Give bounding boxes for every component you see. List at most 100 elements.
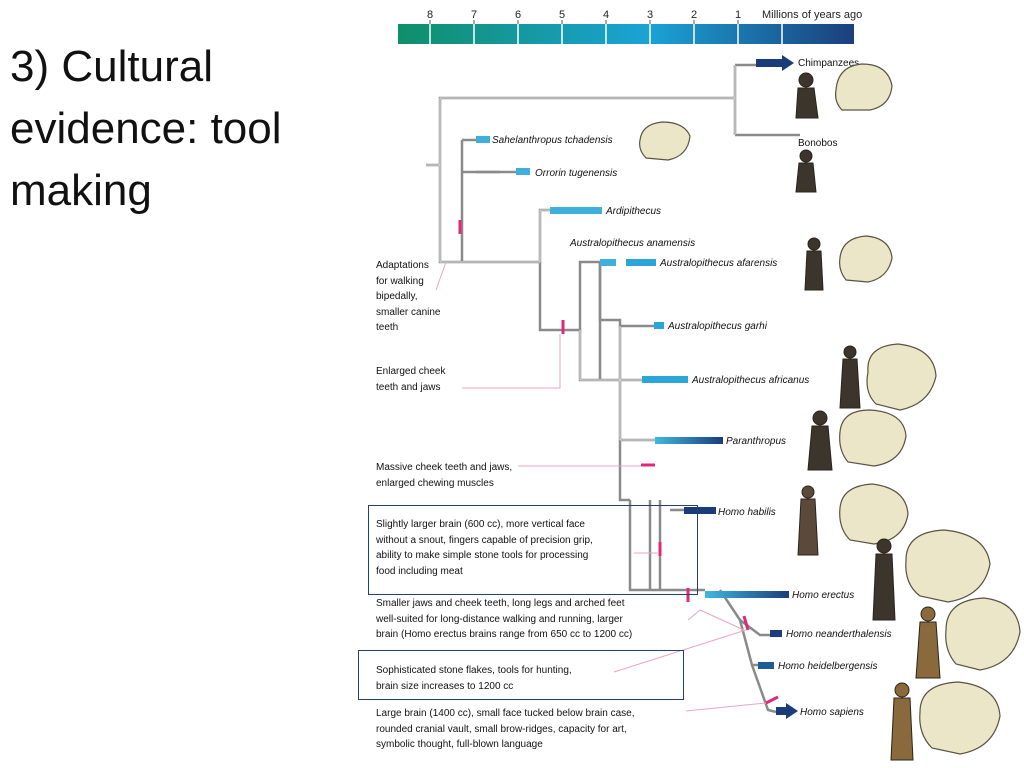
note-sapiens-line: symbolic thought, full-blown language [376,739,543,750]
skull-sahelanthropus [639,121,691,161]
label-bonobos: Bonobos [798,138,837,149]
label-chimpanzees: Chimpanzees [798,58,859,69]
note-sapiens-line: Large brain (1400 cc), small face tucked… [376,708,635,719]
bar-heidelbergensis [758,662,774,669]
figure-afarensis [804,237,824,291]
skull-illustrations [639,63,1021,755]
bar-anamensis [600,259,616,266]
slide-title: 3) Cultural evidence: tool making [10,36,350,222]
arrow-chimpanzees [756,55,794,71]
note-erectus: Smaller jaws and cheek teeth, long legs … [376,596,632,643]
note-flakes-line: brain size increases to 1200 cc [376,680,514,692]
tick-3: 3 [647,9,653,21]
note-bipedal-line: Adaptations [376,260,429,271]
tick-8: 8 [427,9,433,21]
marker-sapiens [765,695,779,705]
tick-6: 6 [515,9,521,21]
figure-bonobo [795,149,817,193]
skull-neanderthal [945,597,1021,671]
note-massive: Massive cheek teeth and jaws, enlarged c… [376,460,512,491]
note-erectus-line: Smaller jaws and cheek teeth, long legs … [376,598,625,609]
timeline: 8 7 6 5 4 3 2 1 Millions of years ago [398,9,862,44]
bar-garhi [654,322,664,329]
note-bipedal-line: teeth [376,322,399,333]
note-bipedal-line: for walking [376,275,424,287]
label-paranthropus: Paranthropus [726,436,786,447]
skull-chimpanzee [835,63,893,111]
skull-erectus [905,529,991,603]
bar-erectus [705,591,789,598]
label-neanderthalensis: Homo neanderthalensis [786,629,892,640]
figure-sapiens [890,682,914,761]
note-habilis: Slightly larger brain (600 cc), more ver… [376,517,593,579]
note-bipedal-line: smaller canine [376,306,441,318]
title-line-2: evidence: tool [10,104,282,153]
label-habilis: Homo habilis [718,507,776,518]
species-bars [476,136,789,669]
note-habilis-line: Slightly larger brain (600 cc), more ver… [376,519,585,530]
note-cheek-line: Enlarged cheek [376,366,446,377]
title-line-3: making [10,166,152,215]
bar-paranthropus [655,437,723,444]
note-cheek-line: teeth and jaws [376,381,441,393]
tree-branch-highlights [426,65,736,441]
label-erectus: Homo erectus [792,590,854,601]
note-flakes-line: Sophisticated stone flakes, tools for hu… [376,665,572,676]
bar-ardipithecus [550,207,602,214]
trait-markers [458,220,779,705]
bar-habilis [684,507,716,514]
figure-illustrations [795,72,941,761]
arrow-sapiens [776,703,798,719]
note-connectors [435,261,767,712]
figure-erectus [872,538,896,621]
bar-neanderthalensis [770,630,782,637]
figure-africanus [839,345,861,409]
tick-7: 7 [471,9,477,21]
note-sapiens-line: rounded cranial vault, small brow-ridges… [376,723,627,735]
timeline-bar [398,24,854,44]
tick-4: 4 [603,9,609,21]
marker-flakes [742,615,750,631]
label-garhi: Australopithecus garhi [667,321,768,332]
skull-habilis [839,483,909,545]
label-sahelanthropus: Sahelanthropus tchadensis [492,135,613,146]
flakes-highlight-box [358,650,684,700]
skull-afarensis [839,235,893,283]
label-orrorin: Orrorin tugenensis [535,168,617,179]
timeline-dividers [429,24,783,44]
note-flakes: Sophisticated stone flakes, tools for hu… [376,663,572,694]
figure-neanderthal [915,606,941,679]
note-sapiens: Large brain (1400 cc), small face tucked… [376,706,634,753]
bar-afarensis [626,259,656,266]
tick-1: 1 [735,9,741,21]
note-massive-line: enlarged chewing muscles [376,477,494,489]
note-bipedal: Adaptations for walking bipedally, small… [376,258,440,336]
skull-africanus [866,343,937,411]
title-line-1: 3) Cultural [10,42,213,91]
note-habilis-line: food including meat [376,565,463,577]
figure-habilis [797,485,819,556]
bar-africanus [642,376,688,383]
figure-paranthropus [807,410,833,471]
bar-orrorin [516,168,530,175]
bar-sahelanthropus [476,136,490,143]
tick-2: 2 [691,9,697,21]
habilis-highlight-box [368,505,698,595]
note-massive-line: Massive cheek teeth and jaws, [376,462,513,473]
skull-paranthropus [839,409,907,467]
skull-sapiens [919,681,1001,755]
note-cheek: Enlarged cheek teeth and jaws [376,364,446,395]
note-erectus-line: brain (Homo erectus brains range from 65… [376,629,633,640]
label-anamensis: Australopithecus anamensis [569,238,695,249]
label-afarensis: Australopithecus afarensis [659,258,777,269]
label-sapiens: Homo sapiens [800,707,864,718]
figure-chimpanzee [795,72,819,119]
label-heidelbergensis: Homo heidelbergensis [778,661,878,672]
tick-5: 5 [559,9,565,21]
note-habilis-line: ability to make simple stone tools for p… [376,550,589,561]
timeline-axis-label: Millions of years ago [762,9,862,21]
label-africanus: Australopithecus africanus [691,375,809,386]
note-bipedal-line: bipedally, [376,291,418,302]
note-erectus-line: well-suited for long-distance walking an… [376,613,623,625]
